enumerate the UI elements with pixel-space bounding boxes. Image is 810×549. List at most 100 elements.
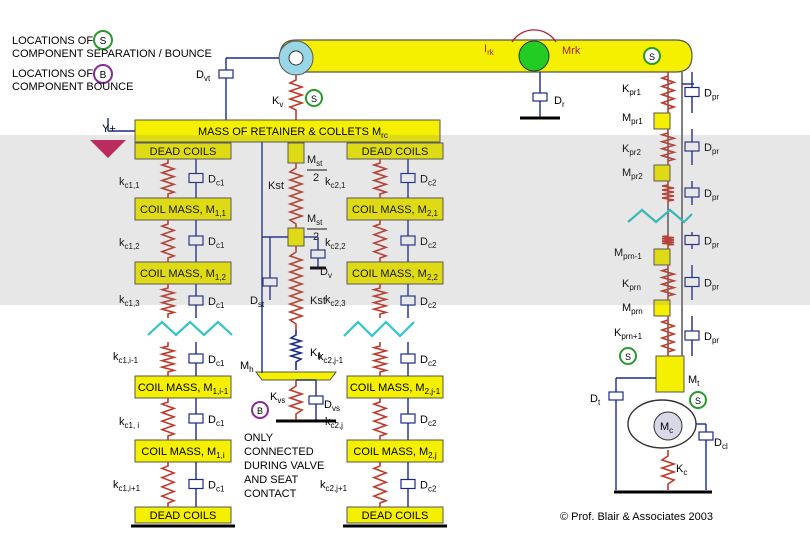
spring2-spring-1 — [371, 159, 389, 198]
svg-text:kc2,j: kc2,j — [325, 416, 343, 430]
svg-text:Dvs: Dvs — [324, 399, 340, 413]
svg-text:Kprn+1: Kprn+1 — [614, 327, 643, 341]
spring2-damper-6-label: Dc2 — [420, 480, 437, 494]
cam-mass-icon — [653, 411, 683, 441]
legend: S LOCATIONS OF COMPONENT SEPARATION / BO… — [12, 30, 212, 93]
svg-text:S: S — [649, 52, 655, 62]
cam-separation-icon — [689, 391, 707, 409]
spring2-spring-6 — [371, 462, 389, 507]
pushrod-damper-6 — [684, 330, 700, 341]
svg-text:DEAD COILS: DEAD COILS — [150, 146, 217, 158]
rocker-pivot-icon — [288, 50, 304, 66]
spring2-spring-4 — [370, 342, 390, 376]
svg-text:Mpr2: Mpr2 — [622, 167, 643, 181]
svg-text:Kpr1: Kpr1 — [622, 83, 641, 97]
retainer-label: MASS OF RETAINER & COLLETS Mrc — [198, 126, 388, 140]
pushrod-damper-1 — [684, 86, 700, 98]
spring1-damper-6-label: Dc1 — [208, 480, 225, 494]
svg-text:Mst: Mst — [307, 213, 323, 227]
svg-text:Kst: Kst — [310, 295, 326, 307]
damper-dr: Dr — [520, 72, 565, 120]
bounce-symbol-letter: B — [100, 70, 107, 81]
spring1-damper-2 — [188, 235, 204, 246]
svg-text:kc2,3: kc2,3 — [325, 294, 346, 308]
pushrod-damper-2-label: Dpr — [704, 142, 719, 156]
separation-symbol-letter: S — [100, 36, 107, 47]
pushrod-damper-6-label: Dpr — [704, 331, 719, 345]
spring1-damper-5-label: Dc1 — [208, 414, 225, 428]
note-line4: AND SEAT — [244, 474, 298, 486]
svg-text:Mprn: Mprn — [622, 302, 643, 316]
pushrod-damper-3-label: Dpr — [704, 188, 719, 202]
svg-text:S: S — [625, 352, 631, 362]
spring2-mass-2 — [346, 261, 444, 285]
svg-text:Kc: Kc — [676, 463, 687, 477]
legend-separation-line1: LOCATIONS OF — [12, 35, 93, 47]
spring2-damper-1 — [400, 172, 416, 184]
svg-text:Dt: Dt — [590, 393, 601, 407]
spring2-mass-3 — [346, 375, 444, 399]
spring2-spring-3 — [370, 284, 390, 318]
pushrod-damper-4-label: Dpr — [704, 236, 719, 250]
svg-text:COIL MASS, M2,2: COIL MASS, M2,2 — [352, 268, 438, 282]
svg-text:COIL MASS, M1,1: COIL MASS, M1,1 — [140, 204, 226, 218]
rotation-arrow-icon — [511, 29, 557, 43]
spring1-mass-2 — [134, 261, 232, 285]
bounce-symbol-icon — [93, 64, 113, 84]
spring1-damper-3 — [188, 295, 204, 306]
pushrod-spring-2 — [659, 129, 677, 165]
spring2-damper-1-label: Dc2 — [420, 174, 437, 188]
pushrod-damper-3 — [684, 187, 700, 198]
rocker-arm: Irk Mrk S — [278, 29, 693, 76]
spring1-spring-4 — [158, 342, 178, 376]
pushrod-spring-5 — [659, 265, 677, 300]
pushrod-damper-5 — [684, 276, 700, 288]
svg-text:kc2,2: kc2,2 — [325, 237, 346, 251]
spring1-dead-coils-top — [134, 142, 232, 160]
spring2-damper-3 — [400, 295, 416, 306]
svg-text:Mst: Mst — [307, 154, 323, 168]
spring1-mass-1 — [134, 197, 232, 221]
svg-text:kc2,j-1: kc2,j-1 — [318, 351, 344, 365]
valve-head — [255, 371, 337, 381]
kv-separation-icon — [305, 89, 323, 107]
svg-text:DEAD COILS: DEAD COILS — [150, 510, 217, 522]
kc12-label: kc1,2 — [119, 237, 140, 251]
spring1-spring-1 — [159, 159, 177, 198]
legend-bounce-line2: COMPONENT BOUNCE — [12, 81, 133, 93]
svg-text:Mprn-1: Mprn-1 — [614, 247, 642, 261]
dr-label: Dr — [554, 95, 565, 109]
pushrod-spring-6 — [659, 316, 677, 356]
svg-text:COIL MASS, M2,j-1: COIL MASS, M2,j-1 — [350, 382, 441, 396]
pushrod-spring-1 — [659, 72, 677, 113]
spring1-spring-6 — [159, 462, 177, 507]
spring2-damper-5-label: Dc2 — [420, 414, 437, 428]
generated-springs-dampers: Dc1Dc1Dc1Dc1Dc1Dc1Dc2Dc2Dc2Dc2Dc2Dc2DprD… — [158, 72, 719, 507]
rocker-separation-icon — [643, 47, 661, 65]
pushrod-damper-2 — [684, 141, 700, 152]
tappet-mass — [655, 355, 685, 393]
svg-text:Kprn: Kprn — [622, 278, 641, 292]
pushrod-spring-4 — [661, 232, 675, 249]
svg-text:Dv: Dv — [320, 266, 332, 280]
separation-symbol-icon — [93, 30, 113, 50]
pushrod-damper-5-label: Dpr — [704, 278, 719, 292]
pushrod-spring-3 — [661, 181, 675, 205]
spring2-damper-3-label: Dc2 — [420, 296, 437, 310]
spring1-damper-4 — [188, 353, 204, 364]
note-line2: CONNECTED — [244, 446, 314, 458]
svg-text:Dst: Dst — [250, 295, 265, 309]
svg-text:Kst: Kst — [268, 180, 284, 192]
svg-text:DEAD COILS: DEAD COILS — [362, 146, 429, 158]
note-line3: DURING VALVE — [244, 460, 324, 472]
svg-text:Kpr2: Kpr2 — [622, 143, 641, 157]
svg-text:Mh: Mh — [240, 360, 254, 374]
kc1i+1-label: kc1,i+1 — [113, 479, 141, 493]
svg-text:Mpr1: Mpr1 — [622, 112, 643, 126]
spring2-damper-2-label: Dc2 — [420, 236, 437, 250]
svg-text:Mt: Mt — [688, 374, 700, 388]
note-line5: CONTACT — [244, 488, 297, 500]
retainer-mass: MASS OF RETAINER & COLLETS Mrc Y+ — [90, 118, 441, 158]
